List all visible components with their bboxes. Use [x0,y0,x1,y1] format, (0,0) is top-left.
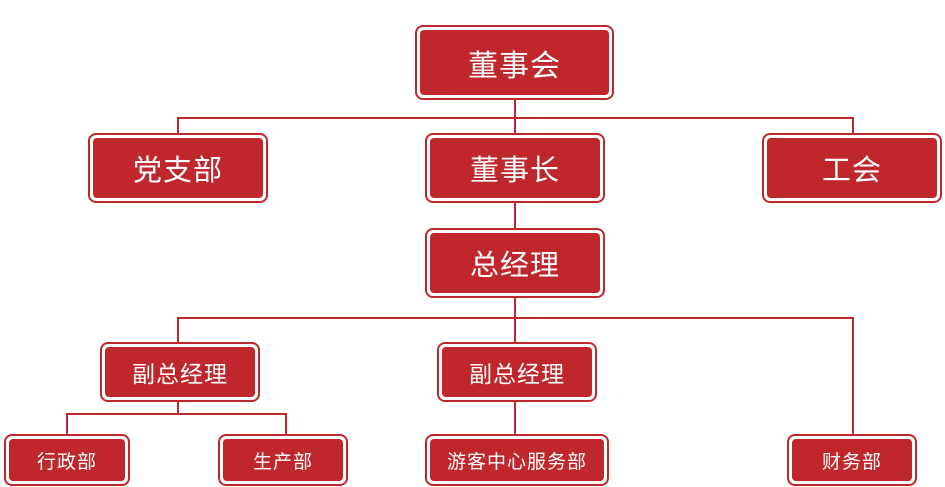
board-label: 董事会 [420,30,609,95]
union-box[interactable]: 工会 [762,133,942,203]
production-dept-label: 生产部 [223,439,343,481]
production-dept-box[interactable]: 生产部 [218,434,348,486]
deputy-gm-2-label: 副总经理 [442,347,592,397]
deputy-gm-2-box[interactable]: 副总经理 [437,342,597,402]
party-branch-label: 党支部 [93,138,263,198]
board-box[interactable]: 董事会 [415,25,614,100]
deputy-gm-1-box[interactable]: 副总经理 [100,342,260,402]
visitor-center-box[interactable]: 游客中心服务部 [425,434,609,486]
union-label: 工会 [767,138,937,198]
connector-gm-branches [177,317,854,436]
party-branch-box[interactable]: 党支部 [88,133,268,203]
finance-dept-box[interactable]: 财务部 [787,434,917,486]
admin-dept-box[interactable]: 行政部 [4,434,130,486]
general-manager-box[interactable]: 总经理 [425,228,605,298]
chairman-label: 董事长 [430,138,600,198]
finance-dept-label: 财务部 [792,439,912,481]
deputy-gm-1-label: 副总经理 [105,347,255,397]
admin-dept-label: 行政部 [9,439,125,481]
visitor-center-label: 游客中心服务部 [430,439,604,481]
connector-board-branches [177,117,854,136]
chairman-box[interactable]: 董事长 [425,133,605,203]
connector-deputy1-branches [66,413,287,436]
general-manager-label: 总经理 [430,233,600,293]
